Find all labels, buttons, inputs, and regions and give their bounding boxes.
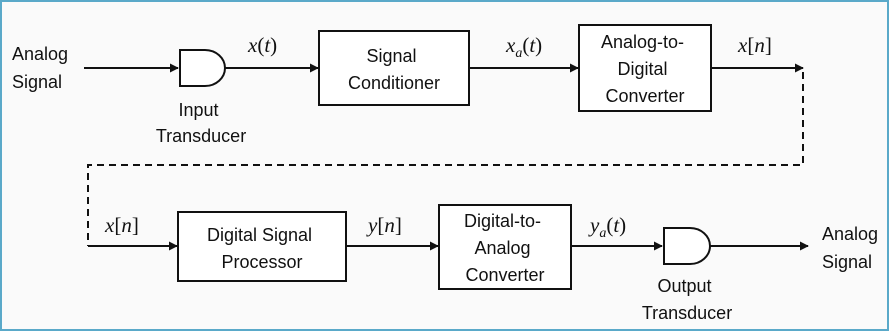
input-transducer-label: Input Transducer: [156, 100, 246, 146]
signal-x-n-bottom: x[n]: [104, 213, 139, 237]
dac-label: Digital-to- Analog Converter: [464, 211, 546, 285]
analog-signal-out-label: Analog Signal: [822, 224, 883, 272]
dashed-connector: [87, 72, 804, 246]
signal-conditioner-label: Signal Conditioner: [348, 46, 440, 93]
signal-x-t: x(t): [247, 33, 277, 57]
signal-conditioner-block: [318, 30, 470, 106]
signal-x-n-top: x[n]: [737, 33, 772, 57]
dac-block: [438, 204, 572, 290]
output-transducer-label: Output Transducer: [642, 276, 732, 323]
adc-label: Analog-to- Digital Converter: [601, 32, 689, 106]
dsp-block: [177, 211, 347, 282]
adc-block: [578, 24, 712, 112]
signal-xa-t: xa(t): [505, 33, 542, 61]
input-transducer-icon: [179, 49, 226, 87]
analog-signal-in-label: Analog Signal: [12, 44, 73, 92]
signal-y-n: y[n]: [366, 213, 402, 237]
signal-ya-t: ya(t): [588, 213, 626, 241]
output-transducer-icon: [663, 227, 711, 265]
dsp-label: Digital Signal Processor: [207, 225, 317, 272]
